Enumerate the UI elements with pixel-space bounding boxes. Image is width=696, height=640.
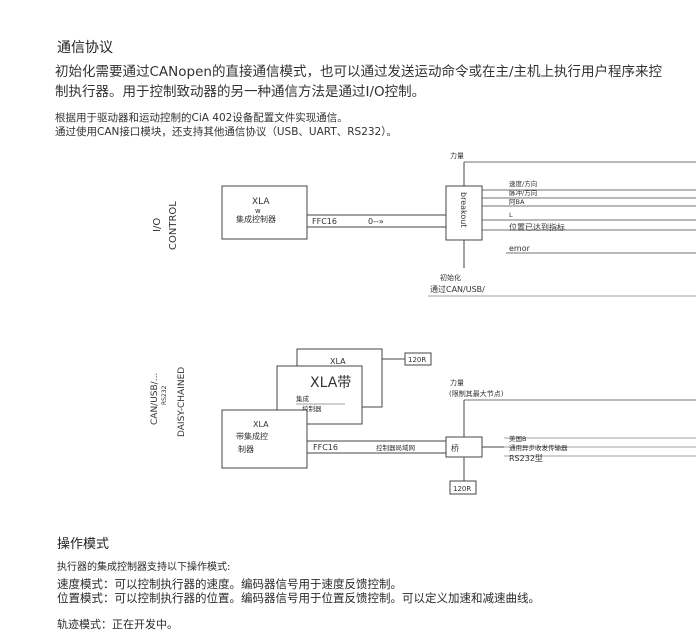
xla-front-title: XLA	[253, 420, 269, 429]
xla-mid-sub-1: 集成	[296, 394, 310, 403]
terminator-bottom-label: 120R	[453, 485, 471, 493]
mode-trajectory: 轨迹模式：正在开发中。	[57, 618, 178, 631]
daisy-side-label-2: DAISY-CHAINED	[177, 367, 187, 437]
section-title-modes: 操作模式	[57, 537, 110, 552]
io-init-label: 初始化	[440, 273, 461, 282]
io-cable-label: FFC16	[312, 217, 337, 226]
signal-l: L	[509, 211, 513, 219]
note-cia402: 根据用于驱动器和运动控制的CiA 402设备配置文件实现通信。	[55, 112, 348, 124]
xla-front-sub-1: 带集成控	[236, 431, 268, 441]
io-power-label: 力量	[450, 151, 464, 160]
xla-box	[221, 185, 308, 240]
xla-front-box	[221, 409, 308, 469]
signal-position-reached: 位置已达到指标	[509, 222, 565, 232]
xla-mid-title: XLA带	[310, 375, 351, 391]
io-arrow-text: 0--»	[368, 217, 384, 226]
io-side-label: I/O	[152, 218, 163, 232]
signal-error: emor	[509, 244, 531, 253]
xla-front-sub-2: 制器	[238, 444, 254, 454]
section-title-communication: 通信协议	[57, 40, 113, 56]
terminator-top-label: 120R	[408, 356, 426, 364]
io-control-diagram: I/O CONTROL XLA w 集成控制器 FFC16 0--» break…	[152, 151, 696, 297]
io-side-label-2: CONTROL	[168, 201, 179, 250]
daisy-side-label-small: RS232	[161, 385, 168, 405]
terminator-bottom	[449, 480, 477, 495]
daisy-out-usb: 美国B	[509, 434, 526, 443]
daisy-out-uart: 通用异步收发传输器	[509, 443, 568, 452]
xla-box-sub: w	[255, 207, 261, 215]
daisy-power-limit: (限制其最大节点)	[449, 389, 504, 398]
daisy-chained-diagram: CAN/USB/... RS232 DAISY-CHAINED XLA 120R…	[150, 348, 696, 495]
intro-paragraph: 初始化需要通过CANopen的直接通信模式，也可以通过发送运动命令或在主/主机上…	[55, 64, 662, 100]
daisy-side-label: CAN/USB/...	[150, 373, 160, 425]
signal-pulse-dir: 脉冲/方向	[509, 188, 537, 197]
mode-speed: 速度模式：可以控制执行器的速度。编码器信号用于速度反馈控制。	[57, 577, 402, 591]
terminator-top	[404, 352, 432, 366]
xla-back-title: XLA	[330, 357, 346, 366]
signal-aba: 阿BA	[509, 197, 525, 206]
bridge-label: 桥	[451, 443, 459, 453]
xla-box-title: XLA	[252, 197, 270, 207]
daisy-out-rs232: RS232型	[509, 454, 543, 463]
note-can-interface: 通过使用CAN接口模块，还支持其他通信协议（USB、UART、RS232）。	[55, 126, 397, 138]
xla-box-label: 集成控制器	[236, 214, 276, 224]
breakout-box	[445, 185, 483, 241]
daisy-cable-label: FFC16	[313, 443, 338, 452]
daisy-power-label: 力量	[450, 378, 464, 387]
breakout-label: breakout	[459, 192, 468, 227]
mode-position: 位置模式：可以控制执行器的位置。编码器信号用于位置反馈控制。可以定义加速和减速曲…	[57, 591, 540, 605]
modes-lead: 执行器的集成控制器支持以下操作模式:	[57, 562, 231, 573]
xla-mid-sub-2: 控制器	[302, 404, 322, 413]
signal-speed-dir: 速度/方向	[509, 179, 537, 188]
io-init-via: 通过CAN/USB/	[430, 284, 485, 294]
daisy-can-label: 控制器局域网	[376, 443, 415, 452]
